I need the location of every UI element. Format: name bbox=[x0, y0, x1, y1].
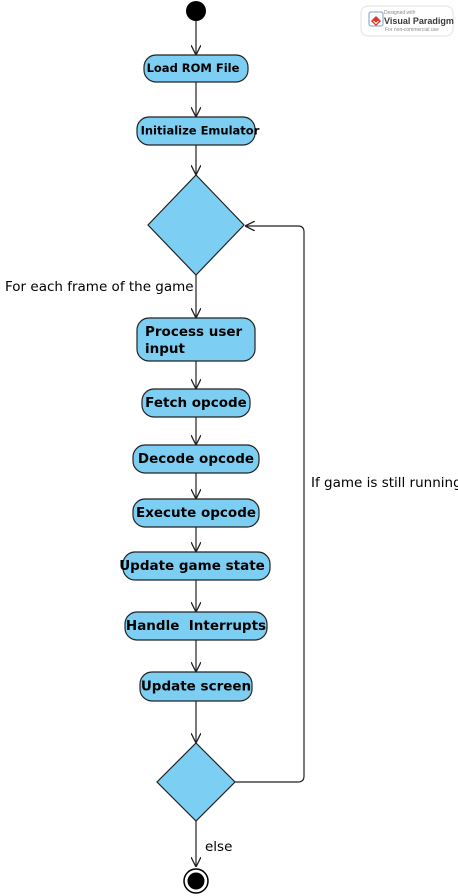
fetch-opcode-label: Fetch opcode bbox=[145, 395, 247, 411]
flow-loop-back bbox=[235, 226, 305, 783]
handle-interrupts-label: Handle Interrupts bbox=[126, 618, 266, 634]
action-update-game-state: Update game state bbox=[119, 551, 271, 581]
loop-decision-diamond bbox=[147, 174, 245, 276]
action-load-rom: Load ROM File bbox=[143, 54, 249, 83]
action-execute-opcode: Execute opcode bbox=[132, 498, 260, 528]
action-fetch-opcode: Fetch opcode bbox=[141, 388, 251, 418]
watermark-prefix: Designed with bbox=[384, 10, 416, 16]
visual-paradigm-watermark: Designed with Visual Paradigm For non-co… bbox=[360, 5, 454, 37]
process-input-label-line1: Process user bbox=[145, 324, 243, 340]
update-screen-label: Update screen bbox=[141, 679, 251, 695]
final-node bbox=[183, 868, 209, 894]
watermark-brand: Visual Paradigm bbox=[384, 16, 454, 26]
watermark-tagline: For non-commercial use bbox=[385, 27, 439, 33]
decode-opcode-label: Decode opcode bbox=[138, 451, 254, 467]
initial-node bbox=[186, 1, 206, 21]
action-process-user-input: Process user input bbox=[136, 317, 256, 362]
initialize-emulator-label: Initialize Emulator bbox=[141, 124, 260, 138]
action-update-screen: Update screen bbox=[139, 671, 253, 702]
execute-opcode-label: Execute opcode bbox=[136, 505, 256, 521]
update-game-state-label: Update game state bbox=[119, 558, 265, 574]
load-rom-label: Load ROM File bbox=[147, 61, 240, 75]
action-initialize-emulator: Initialize Emulator bbox=[136, 116, 260, 146]
for-each-frame-label: For each frame of the game bbox=[5, 279, 194, 295]
process-input-label-line2: input bbox=[145, 341, 186, 357]
visual-paradigm-logo-icon bbox=[368, 11, 384, 27]
running-decision-diamond bbox=[156, 742, 236, 822]
still-running-guard-label: If game is still running bbox=[311, 475, 458, 491]
action-decode-opcode: Decode opcode bbox=[132, 444, 260, 474]
action-handle-interrupts: Handle Interrupts bbox=[124, 611, 268, 641]
else-guard-label: else bbox=[205, 839, 232, 855]
